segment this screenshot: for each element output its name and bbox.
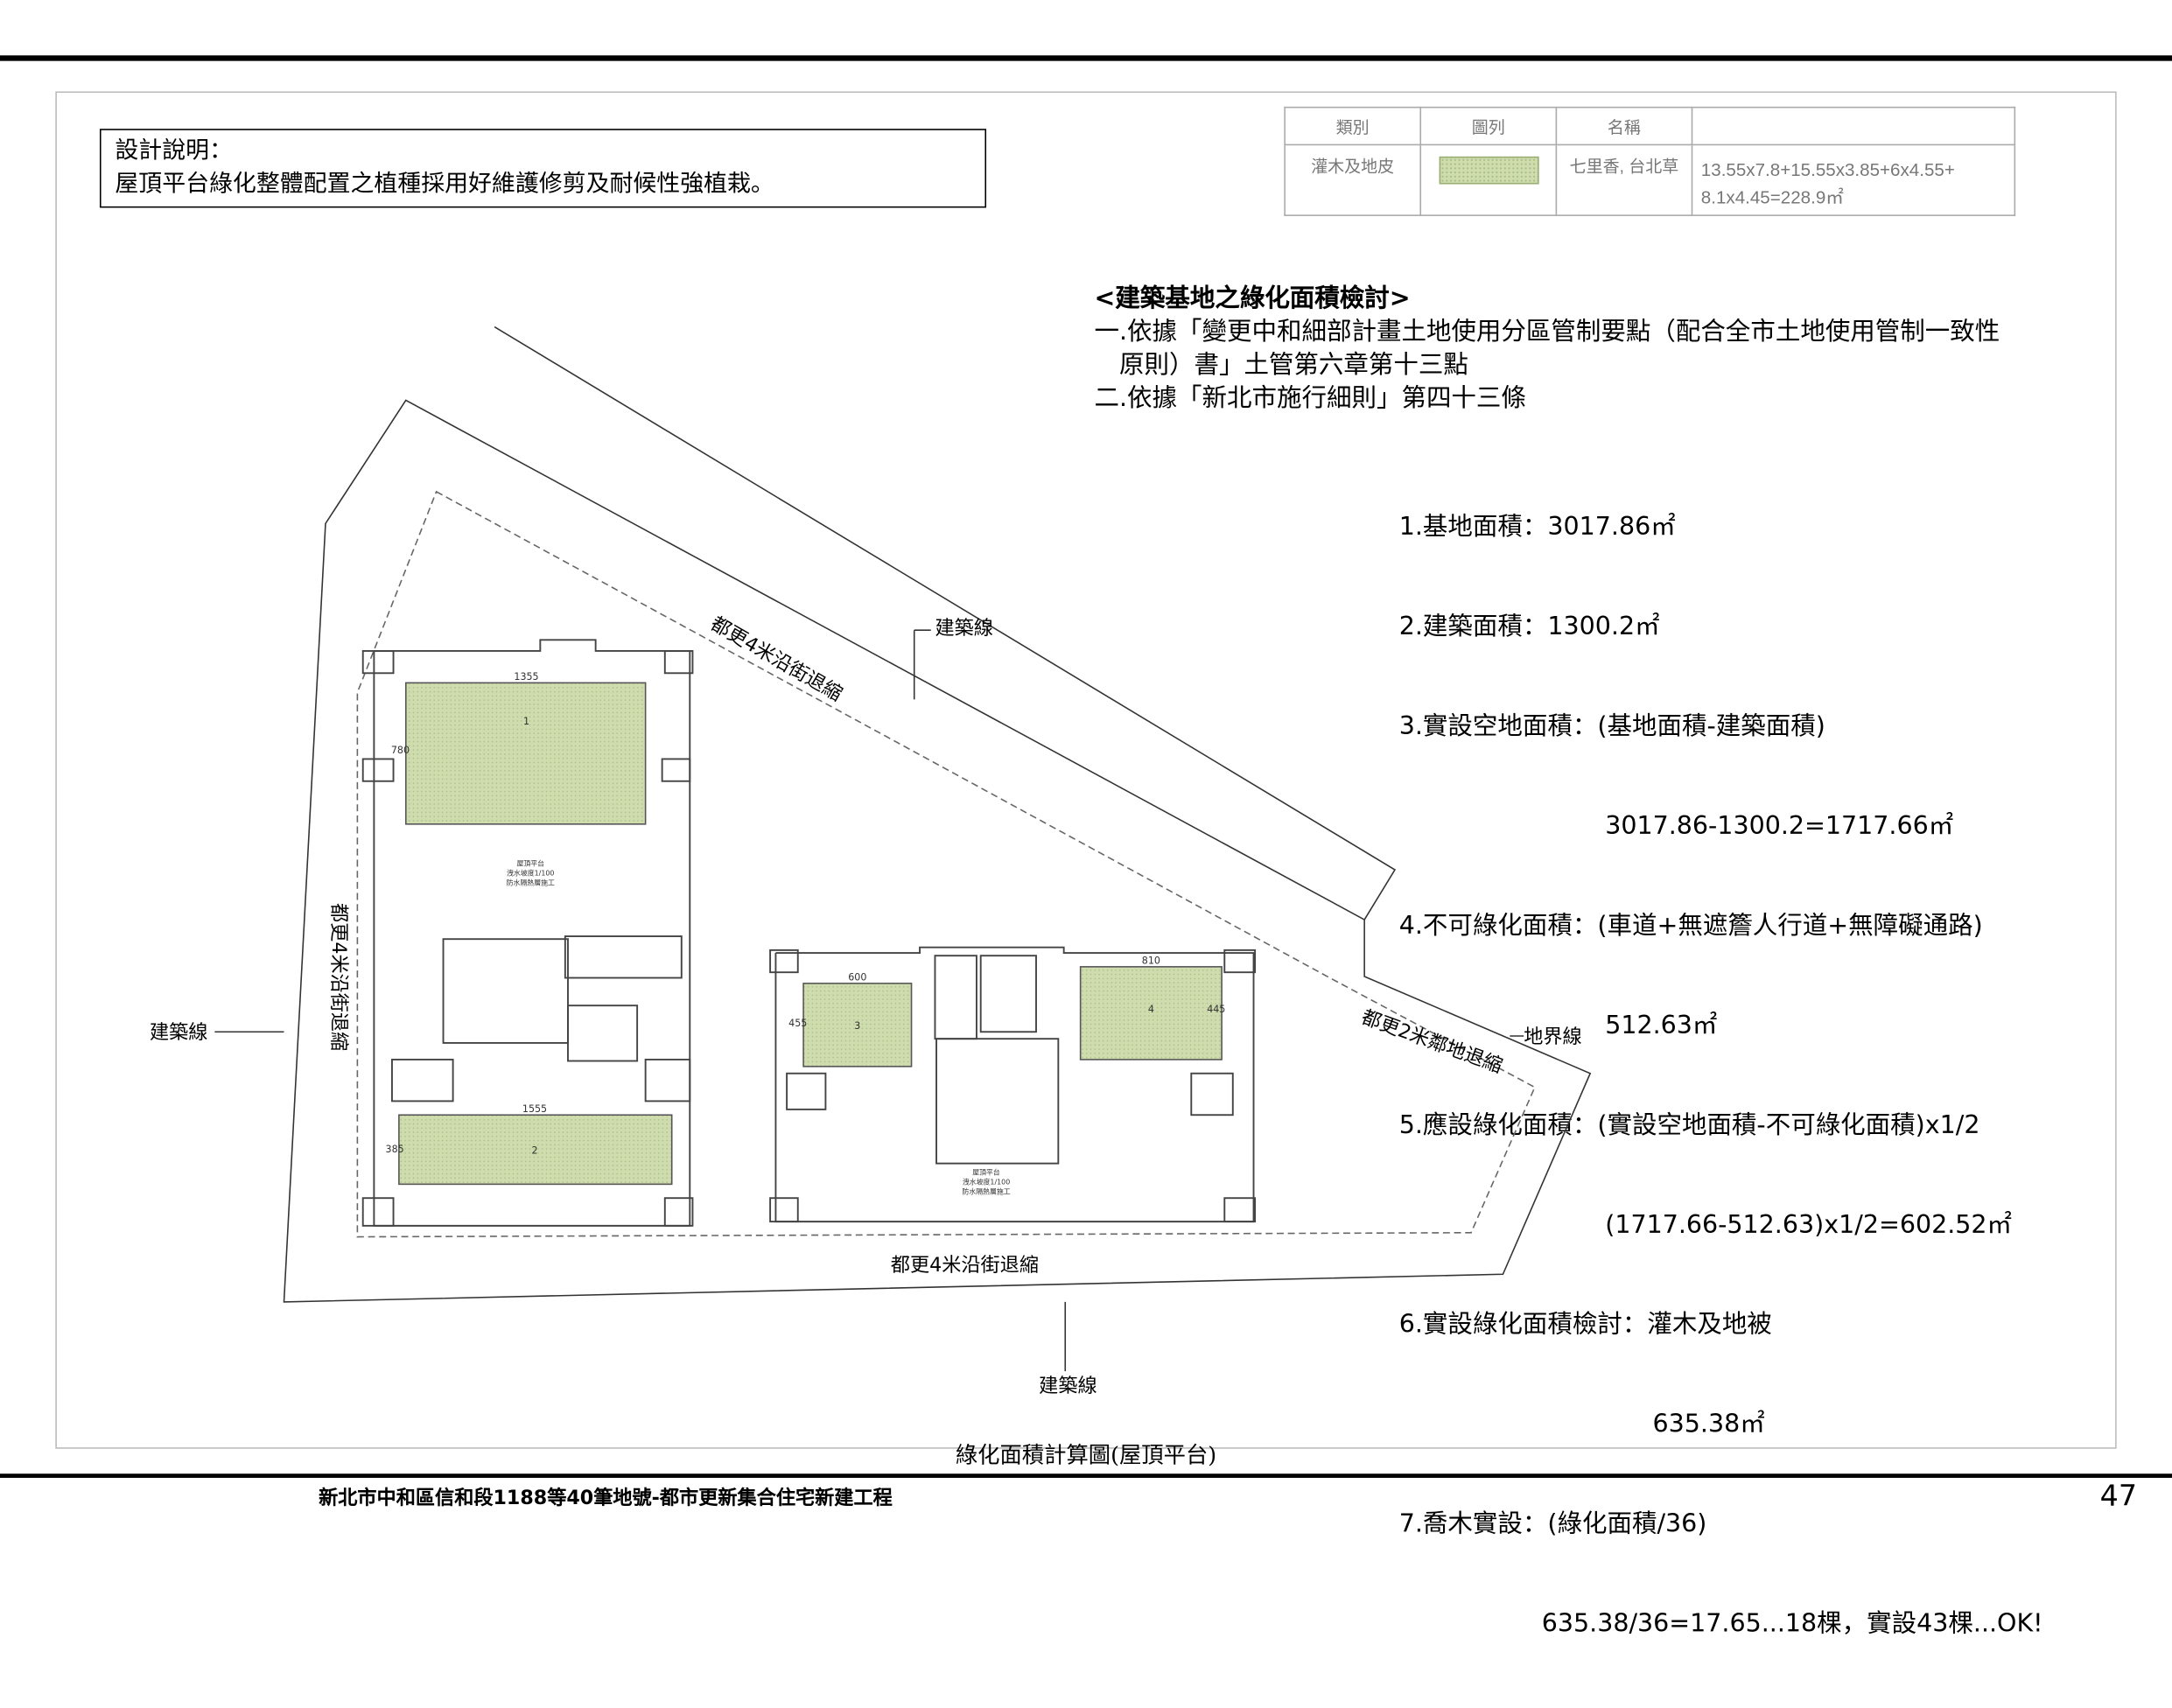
calc-line: 6.實設綠化面積檢討：灌木及地被 — [1398, 1310, 1772, 1340]
dim-label: 455 — [788, 1018, 807, 1029]
dim-label: 1555 — [522, 1103, 547, 1115]
review-line: 一.依據「變更中和細部計畫土地使用分區管制要點（配合全市土地使用管制一致性 — [1094, 317, 2000, 346]
top-rule — [0, 55, 2172, 61]
drawing-frame — [55, 91, 2117, 1449]
calc-line: 5.應設綠化面積：(實設空地面積-不可綠化面積)x1/2 — [1398, 1110, 1980, 1140]
legend-category: 灌木及地皮 — [1284, 144, 1422, 216]
dim-label: 1355 — [514, 671, 538, 682]
page-number: 47 — [2099, 1479, 2137, 1513]
calc-line: 4.不可綠化面積：(車道+無遮簷人行道+無障礙通路) — [1398, 911, 1983, 941]
bottom-rule — [0, 1474, 2172, 1478]
roof-note: 洩水坡度1/100 — [963, 1177, 1010, 1186]
dim-label: 600 — [848, 972, 866, 984]
dim-label: 810 — [1142, 956, 1160, 967]
building-line-label: 建築線 — [1039, 1375, 1097, 1397]
roof-note: 防水隔熱層施工 — [507, 878, 555, 886]
site-plan: 1 2 3 4 1355 780 1555 385 600 455 810 44… — [150, 326, 1592, 1397]
calc-line: 3.實設空地面積：(基地面積-建築面積) — [1398, 711, 1825, 741]
dim-label: 780 — [391, 745, 410, 756]
dim-label: 445 — [1207, 1004, 1225, 1015]
green-area-4 — [1079, 966, 1223, 1060]
setback-dashed — [356, 490, 1536, 1238]
building-line-road — [494, 326, 1397, 920]
green-areas — [398, 682, 1223, 1186]
dim-label: 385 — [386, 1144, 404, 1155]
property-line-label: 地界線 — [1524, 1026, 1581, 1048]
legend-name: 七里香, 台北草 — [1555, 144, 1693, 216]
green-area-3 — [802, 983, 913, 1068]
site-boundary — [283, 399, 1592, 1303]
setback-label: 都更2米鄰地退縮 — [1358, 1005, 1505, 1077]
legend-header: 類別 — [1284, 106, 1422, 146]
calc-line: 635.38/36=17.65...18棵，實設43棵...OK! — [1398, 1609, 2043, 1639]
area-label: 4 — [1148, 1004, 1154, 1015]
legend-header — [1691, 106, 2016, 146]
review-line: 原則）書」土管第六章第十三點 — [1094, 350, 1468, 380]
green-area-1 — [404, 682, 647, 825]
legend-formula: 13.55x7.8+15.55x3.85+6x4.55+ 8.1x4.45=22… — [1691, 144, 2016, 216]
review-section: <建築基地之綠化面積檢討> 一.依據「變更中和細部計畫土地使用分區管制要點（配合… — [1094, 283, 2000, 416]
design-note-body: 屋頂平台綠化整體配置之植種採用好維護修剪及耐候性強植栽。 — [115, 170, 774, 199]
setback-label: 都更4米沿街退縮 — [891, 1254, 1039, 1277]
review-heading: <建築基地之綠化面積檢討> — [1094, 284, 1411, 313]
setback-label: 都更4米沿街退縮 — [706, 612, 846, 706]
design-note-box: 設計說明： 屋頂平台綠化整體配置之植種採用好維護修剪及耐候性強植栽。 — [99, 129, 987, 208]
legend-table: 類別 圖列 名稱 灌木及地皮 七里香, 台北草 13.55x7.8+15.55x… — [1284, 106, 2016, 216]
drawing-caption: 綠化面積計算圖(屋頂平台) — [955, 1441, 1217, 1468]
roof-note: 屋頂平台 — [972, 1167, 1000, 1176]
area-label: 1 — [523, 716, 529, 727]
building-line-label: 建築線 — [150, 1021, 207, 1044]
project-title: 新北市中和區信和段1188等40筆地號-都市更新集合住宅新建工程 — [319, 1488, 893, 1510]
area-label: 3 — [854, 1020, 860, 1032]
setback-label: 都更4米沿街退縮 — [327, 903, 350, 1051]
roof-note: 防水隔熱層施工 — [962, 1186, 1010, 1195]
green-swatch — [1438, 156, 1538, 185]
page: 設計說明： 屋頂平台綠化整體配置之植種採用好維護修剪及耐候性強植栽。 類別 圖列… — [0, 55, 2172, 1639]
roof-note: 屋頂平台 — [516, 858, 544, 867]
green-area-2 — [398, 1114, 673, 1186]
formula-line: 13.55x7.8+15.55x3.85+6x4.55+ — [1700, 159, 1955, 180]
calc-line: 635.38㎡ — [1398, 1410, 1765, 1439]
roof-note: 洩水坡度1/100 — [507, 868, 554, 877]
building-line-label: 建築線 — [935, 617, 992, 640]
building-left — [361, 639, 694, 1227]
building-right — [769, 946, 1257, 1223]
legend-header: 圖列 — [1419, 106, 1558, 146]
calc-line: 512.63㎡ — [1398, 1011, 1718, 1040]
calc-line: 2.建築面積：1300.2㎡ — [1398, 612, 1660, 641]
formula-line: 8.1x4.45=228.9㎡ — [1700, 186, 1844, 208]
calc-line: 1.基地面積：3017.86㎡ — [1398, 512, 1676, 542]
design-note-title: 設計說明： — [115, 136, 233, 165]
review-line: 二.依據「新北市施行細則」第四十三條 — [1094, 383, 1526, 413]
area-label: 2 — [531, 1145, 537, 1157]
calc-line: 7.喬木實設：(綠化面積/36) — [1398, 1509, 1707, 1539]
calc-line: (1717.66-512.63)x1/2=602.52㎡ — [1398, 1210, 2013, 1240]
legend-header: 名稱 — [1555, 106, 1693, 146]
calc-line: 3017.86-1300.2=1717.66㎡ — [1398, 811, 1954, 841]
